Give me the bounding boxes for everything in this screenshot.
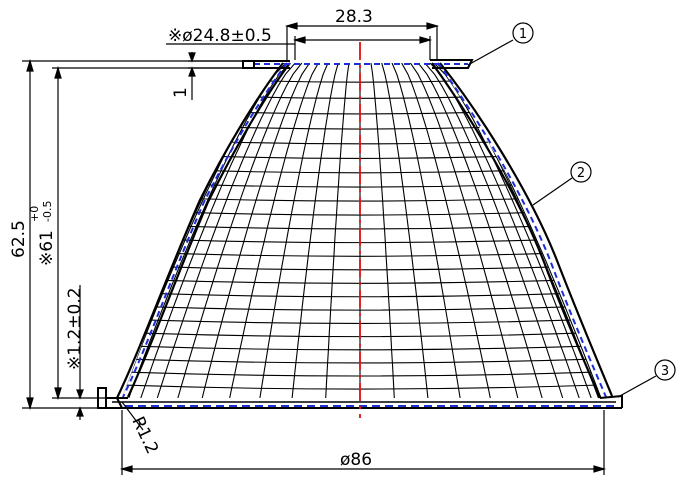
dim-radius-leader xyxy=(121,401,144,431)
mesh-meridian xyxy=(433,63,592,398)
dim-overall-height-label: 62.5 xyxy=(9,220,29,258)
mesh-meridian xyxy=(291,63,339,398)
right-wall-hatch xyxy=(437,62,607,398)
balloon-1: 1 xyxy=(467,22,534,66)
dim-inner-height xyxy=(52,65,243,401)
mesh-meridian xyxy=(429,63,580,398)
svg-text:2: 2 xyxy=(577,166,585,181)
right-outer-wall xyxy=(439,62,614,397)
base-flange xyxy=(97,387,623,409)
left-inner-wall xyxy=(127,62,291,398)
left-outer-wall xyxy=(116,62,284,399)
mesh-meridian xyxy=(229,63,319,398)
mesh-meridian xyxy=(381,63,429,398)
mesh-meridian xyxy=(128,63,287,398)
mesh-meridian xyxy=(424,63,564,398)
mesh-meridian xyxy=(417,63,543,398)
balloon-3: 3 xyxy=(617,359,676,398)
dim-top-diameter-label: ※ø24.8±0.5 xyxy=(168,26,272,46)
dim-top-diameter xyxy=(166,36,433,60)
mesh-meridian xyxy=(177,63,303,398)
svg-text:1: 1 xyxy=(519,27,527,42)
dim-radius-label: R1.2 xyxy=(127,414,162,458)
balloon-2: 2 xyxy=(532,161,592,206)
reflector-body xyxy=(116,62,614,399)
mesh-meridian xyxy=(259,63,329,398)
dim-flange-thickness-label: 1 xyxy=(171,87,191,98)
dim-inner-height-label: ※61 xyxy=(37,230,57,266)
right-inner-wall xyxy=(431,62,602,399)
svg-text:3: 3 xyxy=(661,364,669,379)
dim-base-diameter xyxy=(119,410,607,475)
mesh-meridian xyxy=(401,63,491,398)
mesh-meridian xyxy=(201,63,311,398)
dim-base-thickness xyxy=(76,285,84,420)
dim-inner-height-tol-lower: -0.5 xyxy=(41,201,54,222)
mesh-meridian xyxy=(391,63,461,398)
dim-base-diameter-label: ø86 xyxy=(340,450,372,470)
mesh-meridian xyxy=(156,63,296,398)
dim-inner-height-tol-upper: +0 xyxy=(28,206,41,222)
mesh-meridian xyxy=(325,63,350,398)
mesh-meridian xyxy=(370,63,395,398)
dim-top-width xyxy=(284,22,440,60)
mesh-meridian xyxy=(409,63,519,398)
dim-top-width-label: 28.3 xyxy=(335,7,373,27)
left-wall-hatch xyxy=(122,62,288,398)
dim-base-thickness-label: ※1.2±0.2 xyxy=(65,287,85,370)
dim-overall-height xyxy=(22,58,243,411)
section-hatch xyxy=(122,62,618,407)
dim-flange-thickness xyxy=(188,52,243,100)
